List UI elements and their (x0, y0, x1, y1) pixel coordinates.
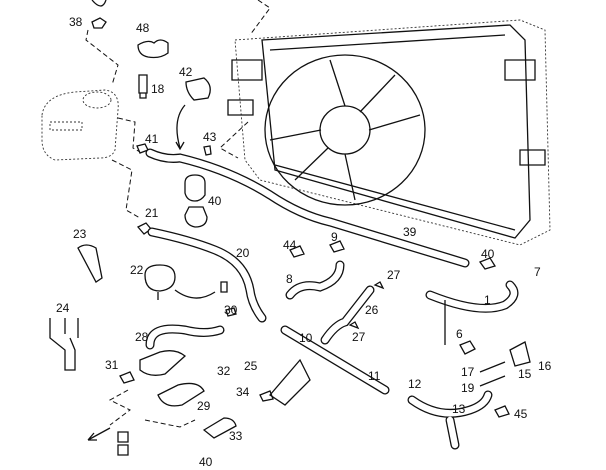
label-40b: 40 (481, 247, 495, 261)
label-31: 31 (105, 358, 119, 372)
small-parts-upper (91, 0, 212, 235)
label-38: 38 (69, 15, 83, 29)
label-18: 18 (151, 82, 165, 96)
label-15: 15 (518, 367, 532, 381)
label-6: 6 (456, 327, 463, 341)
radiator-fan-assembly (219, 0, 551, 246)
label-27b: 27 (352, 330, 366, 344)
label-29: 29 (197, 399, 211, 413)
label-19: 19 (461, 381, 475, 395)
label-41: 41 (145, 132, 159, 146)
label-33: 33 (229, 429, 243, 443)
label-9: 9 (331, 230, 338, 244)
label-45: 45 (514, 407, 528, 421)
label-21: 21 (145, 206, 159, 220)
label-8: 8 (286, 272, 293, 286)
label-42: 42 (179, 65, 193, 79)
label-22: 22 (130, 263, 144, 277)
small-parts-lower (49, 240, 531, 456)
label-34: 34 (236, 385, 250, 399)
label-39: 39 (403, 225, 417, 239)
label-11: 11 (368, 369, 381, 383)
label-17: 17 (461, 365, 475, 379)
label-7: 7 (534, 265, 541, 279)
label-27: 27 (387, 268, 401, 282)
label-30: 30 (224, 303, 238, 317)
label-48: 48 (136, 21, 150, 35)
label-10: 10 (299, 331, 313, 345)
coolant-reservoir (41, 29, 141, 219)
label-23: 23 (73, 227, 87, 241)
label-12: 12 (408, 377, 422, 391)
label-43: 43 (203, 130, 217, 144)
hoses (145, 148, 519, 450)
part-labels: 38 48 42 18 41 43 40 21 23 22 20 44 9 39… (56, 15, 552, 469)
label-44: 44 (283, 238, 297, 252)
label-16: 16 (538, 359, 552, 373)
label-25: 25 (244, 359, 258, 373)
label-13: 13 (452, 402, 466, 416)
label-20: 20 (236, 246, 250, 260)
label-32: 32 (217, 364, 231, 378)
label-40: 40 (208, 194, 222, 208)
label-40c: 40 (199, 455, 213, 469)
label-1: 1 (484, 293, 491, 307)
label-28: 28 (135, 330, 149, 344)
label-24: 24 (56, 301, 70, 315)
label-26: 26 (365, 303, 379, 317)
